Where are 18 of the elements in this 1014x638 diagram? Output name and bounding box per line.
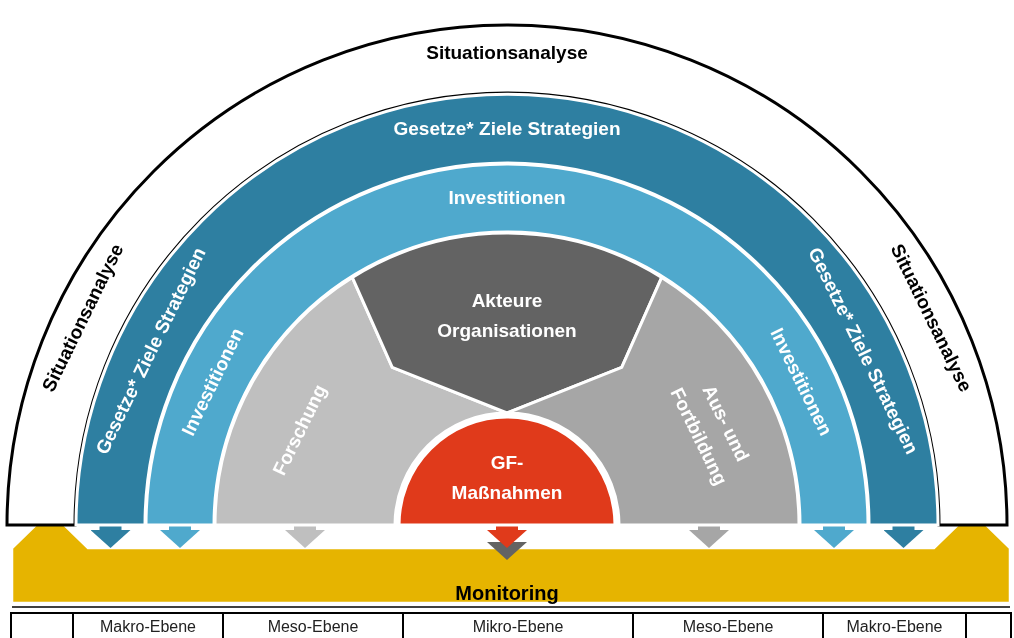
table-cell: Makro-Ebene bbox=[822, 614, 967, 638]
band-label: Monitoring bbox=[455, 581, 559, 605]
arrow bbox=[689, 525, 729, 548]
table-cell: Mikro-Ebene bbox=[402, 614, 632, 638]
arrow bbox=[883, 525, 924, 548]
arrow bbox=[90, 525, 131, 548]
table-cell: Meso-Ebene bbox=[632, 614, 822, 638]
arrow bbox=[160, 525, 200, 548]
arrow bbox=[285, 525, 325, 548]
arrow bbox=[487, 525, 527, 560]
arrow bbox=[814, 525, 854, 548]
table-cell: Makro-Ebene bbox=[72, 614, 222, 638]
band-label: Situationsanalyse bbox=[426, 42, 588, 64]
band-label: Gesetze* Ziele Strategien bbox=[393, 117, 621, 140]
band-label: Investitionen bbox=[448, 187, 566, 209]
table-cell: Meso-Ebene bbox=[222, 614, 402, 638]
band-label: Akteure Organisationen bbox=[436, 289, 578, 343]
band-label: GF- Maßnahmen bbox=[450, 451, 564, 505]
